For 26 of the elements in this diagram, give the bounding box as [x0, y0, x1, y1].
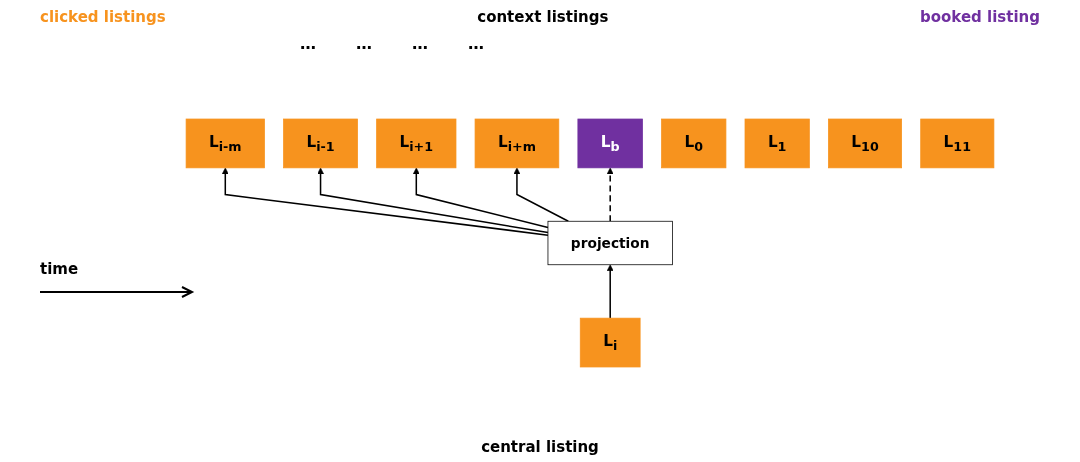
- caption-label: central listing: [481, 438, 599, 456]
- ellipsis: …: [300, 34, 316, 53]
- ellipsis: …: [412, 34, 428, 53]
- group-heading: clicked listings: [40, 8, 166, 26]
- node-box: L$_{i+1}$: [376, 118, 457, 169]
- node-box: L$_{i+m}$: [474, 118, 560, 169]
- arrow: [513, 167, 570, 223]
- node-box: L$_{1}$: [744, 118, 810, 169]
- arrow: [317, 167, 549, 234]
- ellipsis: …: [468, 34, 484, 53]
- node-box: L$_{i-m}$: [185, 118, 265, 169]
- arrow: [221, 167, 549, 236]
- arrow: [412, 167, 549, 229]
- ellipsis: …: [356, 34, 372, 53]
- group-heading: context listings: [477, 8, 609, 26]
- node-box: L$_{11}$: [920, 118, 995, 169]
- node-box: L$_{i}$: [579, 317, 641, 368]
- node-box: L$_{i-1}$: [283, 118, 358, 169]
- arrow: [606, 167, 614, 223]
- time-label: time: [40, 260, 79, 278]
- arrow: [606, 264, 614, 319]
- node-box: L$_{0}$: [661, 118, 727, 169]
- node-box: L$_{b}$: [577, 118, 643, 169]
- node-box: L$_{10}$: [828, 118, 902, 169]
- node-box: projection: [547, 220, 673, 266]
- group-heading: booked listing: [920, 8, 1040, 26]
